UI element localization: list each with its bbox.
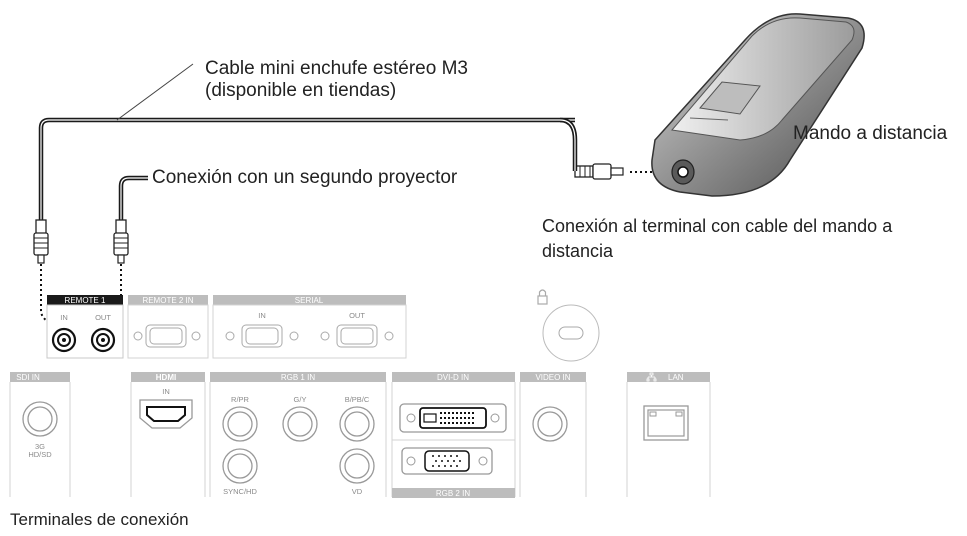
remote1-out-label: OUT — [95, 313, 111, 322]
rgb1-group: RGB 1 IN R/PR G/Y B/PB/C SYNC/HD VD — [209, 372, 387, 497]
remote2-label: REMOTE 2 IN — [142, 296, 193, 305]
rgb-g-label: G/Y — [294, 395, 307, 404]
cable-callout-line2: (disponible en tiendas) — [205, 80, 397, 101]
rgb-sync-label: SYNC/HD — [223, 487, 257, 496]
rgb2-label: RGB 2 IN — [436, 489, 470, 498]
remote-control — [651, 13, 865, 197]
serial-label: SERIAL — [295, 296, 324, 305]
video-label: VIDEO IN — [535, 373, 570, 382]
serial-out-label: OUT — [349, 311, 365, 320]
remote-jack-icon — [677, 166, 689, 178]
plug-remote1-out — [113, 219, 129, 264]
lock-icon — [537, 289, 548, 305]
wired-terminal-line2: distancia — [542, 241, 614, 261]
sdi-label: SDI IN — [16, 373, 40, 382]
cable-to-remote — [38, 117, 575, 232]
sdi-group: SDI IN 3G HD/SD — [9, 372, 71, 497]
hdmi-in-label: IN — [162, 387, 170, 396]
serial-in-label: IN — [258, 311, 266, 320]
remote1-label: REMOTE 1 — [65, 296, 106, 305]
plug-remote-end — [574, 163, 624, 180]
cable-second-projector — [118, 175, 148, 232]
cable-leader-line — [116, 63, 194, 121]
remote2-group: REMOTE 2 IN — [127, 295, 209, 359]
rgb-vd-label: VD — [352, 487, 363, 496]
plug-remote1-in — [33, 219, 49, 264]
hdmi-label: HDMI — [156, 373, 176, 382]
remote-callout: Mando a distancia — [793, 123, 948, 144]
lan-group: LAN — [626, 372, 711, 497]
rgb-r-label: R/PR — [231, 395, 250, 404]
security-lock — [537, 289, 600, 362]
network-icon — [646, 372, 657, 382]
remote1-in-label: IN — [60, 313, 68, 322]
hdmi-group: HDMI IN — [130, 372, 206, 497]
second-projector-callout: Conexión con un segundo proyector — [152, 167, 458, 188]
cable-callout-line1: Cable mini enchufe estéreo M3 — [205, 58, 468, 79]
sdi-sub1: 3G — [35, 442, 45, 451]
rgb1-label: RGB 1 IN — [281, 373, 315, 382]
remote1-group: REMOTE 1 IN OUT — [46, 295, 124, 359]
dvi-group: DVI-D IN RGB 2 IN — [391, 372, 516, 498]
serial-group: SERIAL IN OUT — [212, 295, 407, 359]
dvi-label: DVI-D IN — [437, 373, 469, 382]
sdi-sub2: HD/SD — [28, 450, 52, 459]
figure-caption: Terminales de conexión — [10, 510, 189, 529]
wired-terminal-line1: Conexión al terminal con cable del mando… — [542, 216, 893, 236]
rgb-b-label: B/PB/C — [345, 395, 370, 404]
lan-label: LAN — [668, 373, 684, 382]
video-group: VIDEO IN — [519, 372, 587, 497]
